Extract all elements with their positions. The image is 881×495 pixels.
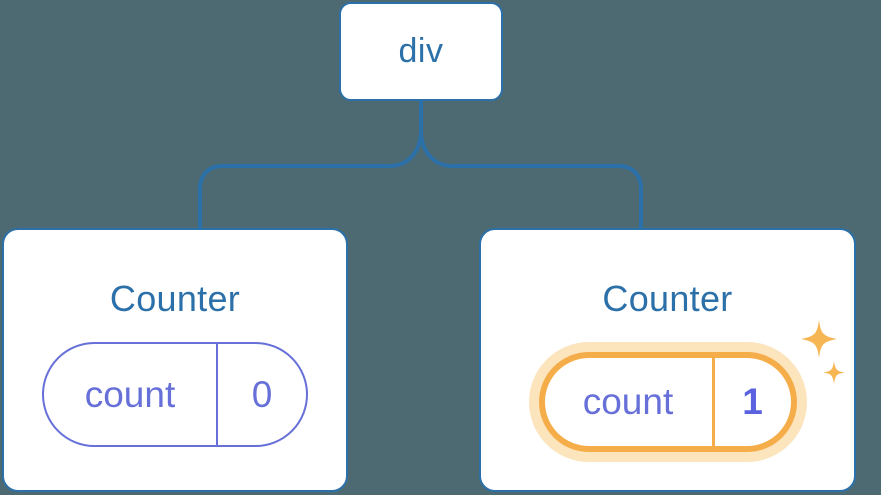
node-div[interactable]: div <box>339 2 503 101</box>
state-pill-value-left: 0 <box>251 373 273 415</box>
node-div-label: div <box>398 32 444 70</box>
node-counter-right[interactable]: Counter count 1 <box>479 228 856 492</box>
counter-left-title: Counter <box>109 278 241 319</box>
state-pill-value-right: 1 <box>742 381 763 422</box>
state-pill-count-right[interactable]: count 1 <box>538 352 797 452</box>
counter-right-title: Counter <box>602 278 733 319</box>
state-pill-key-left: count <box>44 344 218 445</box>
state-pill-count-left[interactable]: count 0 <box>42 342 308 447</box>
counter-left-state-pill-wrap: count 0 <box>42 342 308 447</box>
counter-right-state-pill-wrap: count 1 <box>528 342 807 462</box>
node-counter-left[interactable]: Counter count 0 <box>2 228 348 492</box>
state-pill-key-right: count <box>545 358 715 446</box>
